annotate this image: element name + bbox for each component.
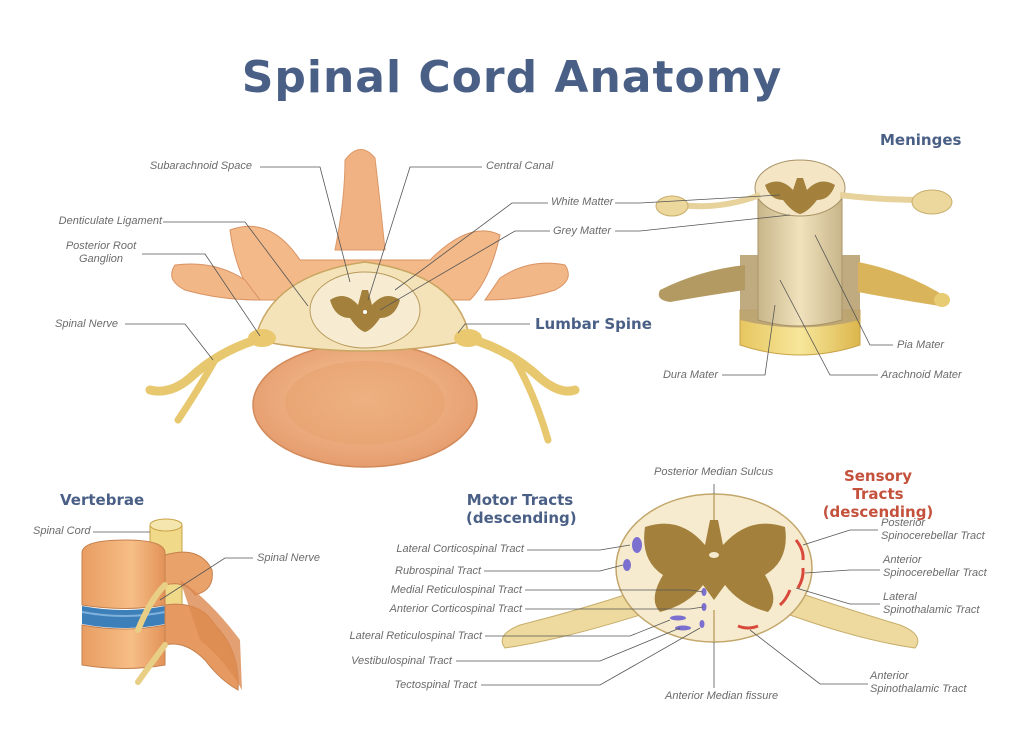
- white-matter-label: White Matter: [551, 196, 614, 208]
- lumbar-spine-illustration: [145, 149, 580, 468]
- lateral-reticulospinal-label: Lateral Reticulospinal Tract: [349, 630, 482, 642]
- vertebrae-illustration: [81, 518, 242, 691]
- vertebrae-spinal-nerve-label: Spinal Nerve: [257, 552, 320, 564]
- meninges-illustration: [655, 159, 953, 356]
- central-canal-label: Central Canal: [486, 160, 554, 172]
- motor-tracts-heading: Motor Tracts (descending): [466, 491, 577, 527]
- posterior-median-sulcus-label: Posterior Median Sulcus: [654, 466, 774, 478]
- sensory-tracts-heading: Sensory Tracts (descending): [822, 467, 934, 521]
- meninges-heading: Meninges: [880, 131, 962, 149]
- anterior-spinothalamic-label: Anterior Spinothalamic Tract: [870, 670, 967, 695]
- lumbar-spinal-nerve-label: Spinal Nerve: [55, 318, 118, 330]
- medial-reticulospinal-label: Medial Reticulospinal Tract: [390, 584, 522, 596]
- arachnoid-mater-label: Arachnoid Mater: [881, 369, 962, 381]
- tectospinal-label: Tectospinal Tract: [394, 679, 477, 691]
- vestibulospinal-label: Vestibulospinal Tract: [351, 655, 452, 667]
- anterior-spinocerebellar-label: Anterior Spinocerebellar Tract: [883, 554, 987, 579]
- dura-mater-label: Dura Mater: [662, 369, 718, 381]
- rubrospinal-label: Rubrospinal Tract: [395, 565, 481, 577]
- page-title: Spinal Cord Anatomy: [241, 52, 783, 103]
- vertebrae-spinal-cord-label: Spinal Cord: [33, 525, 91, 537]
- posterior-spinocerebellar-label: Posterior Spinocerebellar Tract: [881, 517, 985, 542]
- pia-mater-label: Pia Mater: [897, 339, 945, 351]
- anterior-corticospinal-label: Anterior Corticospinal Tract: [389, 603, 522, 615]
- leader-lines: [93, 166, 893, 688]
- anterior-median-fissure-label: Anterior Median fissure: [665, 690, 779, 702]
- lateral-corticospinal-label: Lateral Corticospinal Tract: [396, 543, 524, 555]
- lumbar-spine-heading: Lumbar Spine: [535, 315, 652, 333]
- grey-matter-label: Grey Matter: [553, 225, 612, 237]
- denticulate-ligament-label: Denticulate Ligament: [58, 215, 162, 227]
- vertebrae-heading: Vertebrae: [60, 491, 145, 509]
- spinal-tracts-illustration: [501, 493, 919, 649]
- posterior-root-ganglion-label: Posterior Root Ganglion: [65, 240, 137, 265]
- subarachnoid-space-label: Subarachnoid Space: [149, 160, 252, 172]
- lateral-spinothalamic-label: Lateral Spinothalamic Tract: [883, 591, 980, 616]
